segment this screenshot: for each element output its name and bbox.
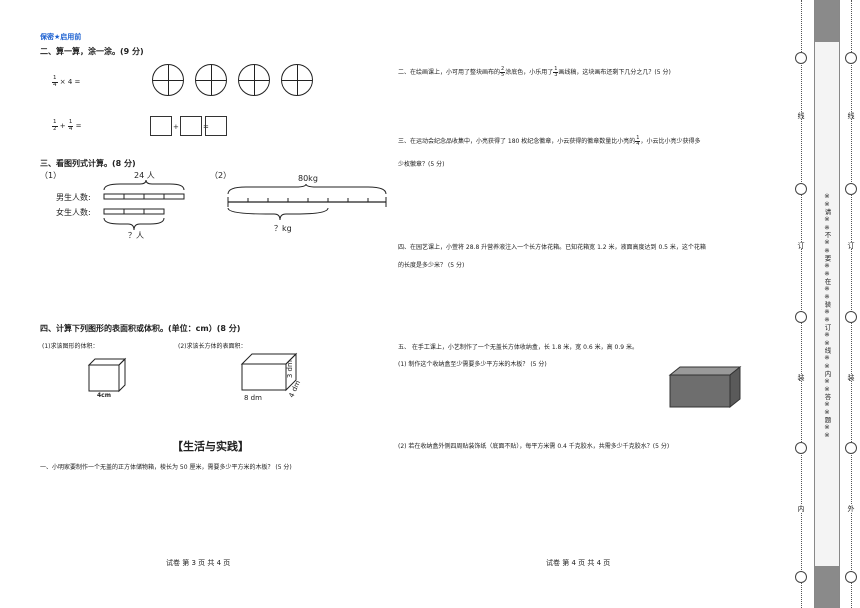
length-label: 8 dm [244, 394, 262, 402]
gutter-mark: 装 [846, 374, 856, 381]
gutter-mark: 订 [796, 242, 806, 249]
cube-figure [87, 357, 127, 393]
right-q5-sub2: (2) 若在收纳盒外侧四周贴装饰纸（底面不贴），每平方米需 0.4 千克胶水，共… [398, 443, 670, 450]
gutter-mark: 装 [796, 374, 806, 381]
bar-diagram-students [103, 180, 185, 231]
binding-hole [845, 311, 857, 323]
outer-dotted-margin: 线 订 装 外 [842, 0, 860, 608]
right-q3: 三、在运动会纪念品收集中，小亮获得了 180 枚纪念徽章，小云获得的徽章数量比小… [398, 135, 701, 147]
binding-hole [795, 571, 807, 583]
q4-1-prompt: (1)求该图形的体积： [42, 343, 99, 350]
binding-hole [795, 311, 807, 323]
seal-warning: ※※请※※不※※要※※在※※装※※订※※线※※内※※答※※题※※ [823, 192, 831, 440]
section3-heading: 三、看图列式计算。(8 分) [40, 159, 136, 168]
storage-box-image [668, 365, 742, 409]
page-footer-right: 试卷 第 4 页 共 4 页 [546, 559, 611, 567]
unknown-label: ？人 [128, 231, 144, 240]
seal-strip: ※※请※※不※※要※※在※※装※※订※※线※※内※※答※※题※※ [814, 0, 840, 608]
total-label: 80kg [298, 174, 318, 183]
right-q4-line1: 四、在园艺课上，小萱将 28.8 升营养液注入一个长方体花箱。已知花箱宽 1.2… [398, 244, 706, 251]
gray-block [815, 0, 839, 42]
right-q5-line1: 五、 在手工课上，小艺制作了一个无盖长方体收纳盒，长 1.8 米，宽 0.6 米… [398, 344, 638, 351]
segment-diagram-weight [227, 184, 387, 221]
binding-hole [845, 571, 857, 583]
problem-label: （1） [40, 171, 62, 180]
unknown-label: ？kg [274, 224, 292, 233]
fraction-circle [195, 64, 227, 96]
answer-box[interactable] [150, 116, 172, 136]
fraction-circle [152, 64, 184, 96]
section4-heading: 四、计算下列图形的表面积或体积。(单位：cm）(8 分) [40, 324, 241, 333]
answer-box[interactable] [180, 116, 202, 136]
fraction-circle [238, 64, 270, 96]
binding-hole [845, 442, 857, 454]
gutter-mark: 外 [846, 505, 856, 512]
gray-block [815, 566, 839, 608]
girls-label: 女生人数: [56, 208, 91, 217]
cuboid-figure [240, 352, 298, 392]
binding-hole [795, 183, 807, 195]
height-label: 3 dm [285, 360, 294, 379]
problem-label: （2） [210, 171, 232, 180]
right-q5-sub1: (1) 制作这个收纳盒至少需要多少平方米的木板？ (5 分) [398, 361, 547, 368]
life-practice-title: 【生活与实践】 [172, 440, 249, 453]
cube-edge-label: 4cm [97, 392, 111, 399]
total-label: 24 人 [134, 171, 155, 180]
boys-label: 男生人数: [56, 193, 91, 202]
section2-heading: 二、算一算，涂一涂。(9 分) [40, 47, 144, 56]
gutter-mark: 线 [796, 112, 806, 119]
binding-hole [795, 442, 807, 454]
gutter-mark: 内 [796, 505, 806, 512]
life-q1: 一、小明家要制作一个无盖的正方体储物箱，棱长为 50 厘米，需要多少平方米的木板… [40, 464, 292, 471]
binding-hole [845, 52, 857, 64]
plus-sign: + [173, 123, 179, 131]
q4-2-prompt: (2)求该长方体的表面积： [178, 343, 247, 350]
fraction-circle [281, 64, 313, 96]
binding-hole [845, 183, 857, 195]
right-q3-line2: 少枚徽章？(5 分) [398, 161, 445, 168]
answer-box[interactable] [205, 116, 227, 136]
confidential-badge: 保密★启用前 [40, 33, 82, 41]
gutter-mark: 线 [846, 112, 856, 119]
page-footer-left: 试卷 第 3 页 共 4 页 [166, 559, 231, 567]
inner-dotted-margin: 线 订 装 内 [792, 0, 812, 608]
binding-hole [795, 52, 807, 64]
right-q4-line2: 的长度是多少米？ (5 分) [398, 262, 465, 269]
gutter-mark: 订 [846, 242, 856, 249]
